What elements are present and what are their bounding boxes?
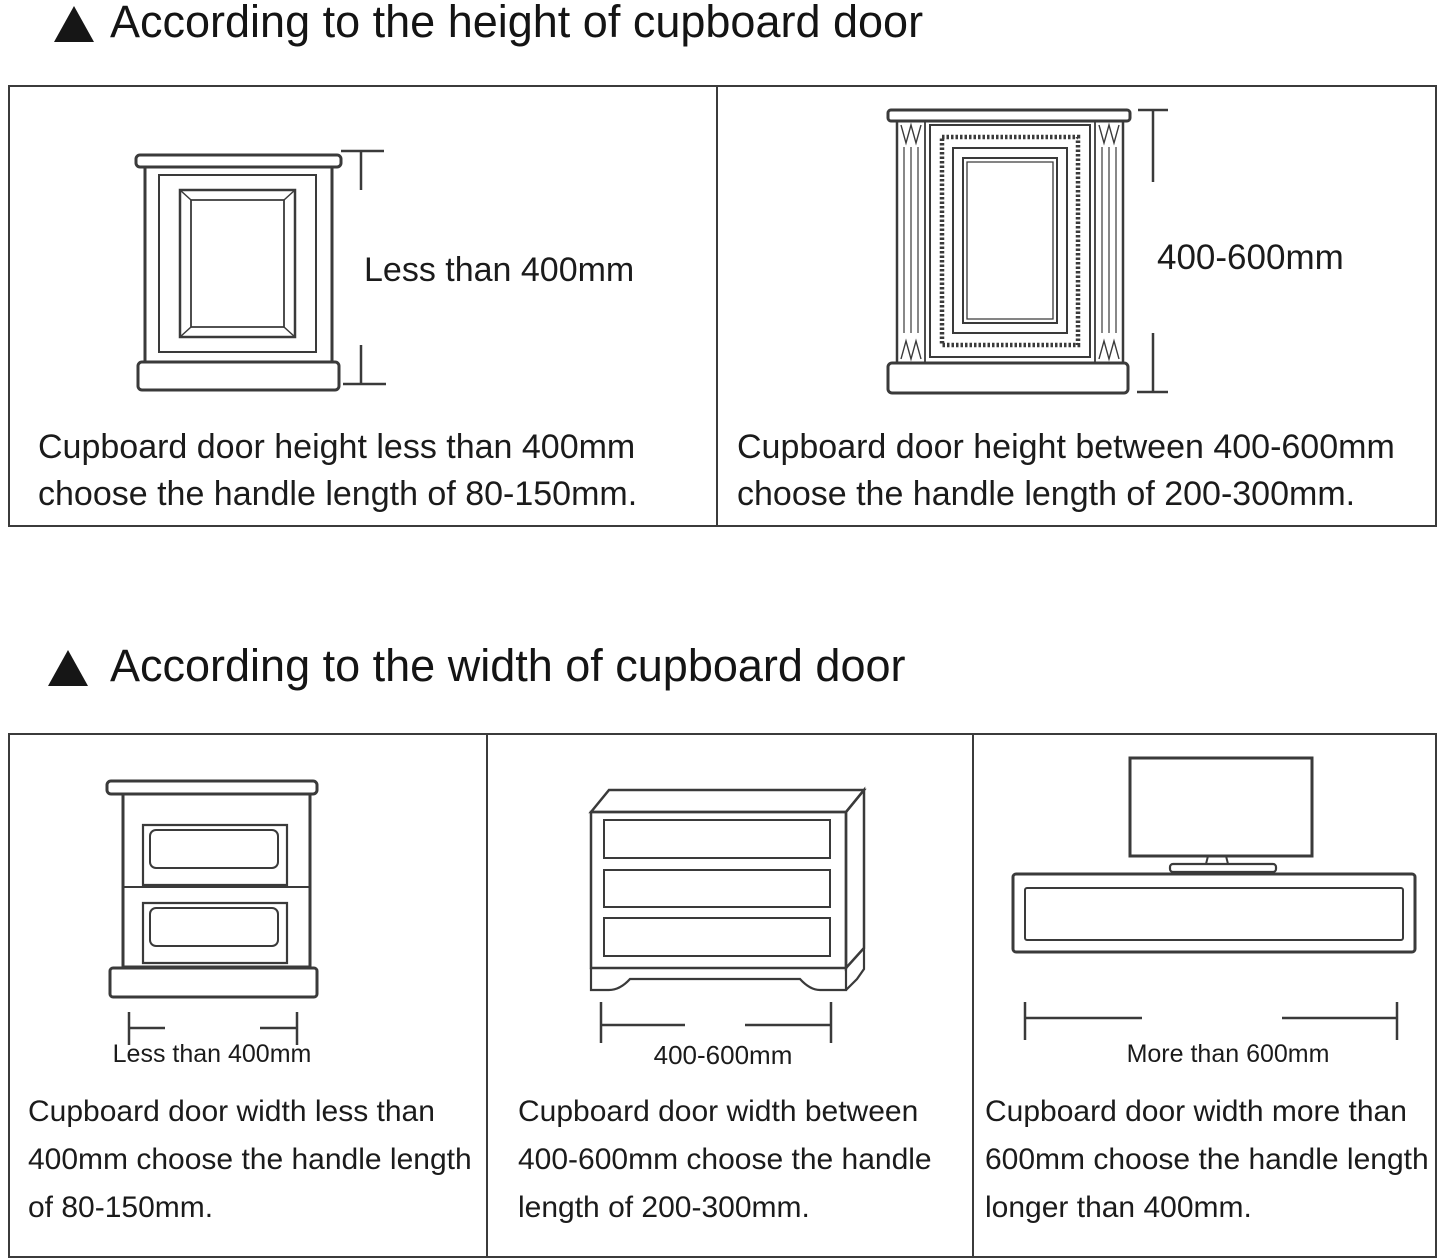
caption-line: 400-600mm choose the handle: [518, 1143, 932, 1176]
dimension-label: More than 600mm: [1126, 1040, 1330, 1068]
panel-caption: Cupboard door width more than 600mm choo…: [985, 1088, 1429, 1232]
width-dimension-line-c: [129, 1012, 297, 1045]
caption-line: 600mm choose the handle length: [985, 1143, 1429, 1176]
caption-line: choose the handle length of 80-150mm.: [38, 475, 638, 513]
caption-line: of 80-150mm.: [28, 1191, 214, 1224]
width-section-divider-1: [486, 735, 488, 1256]
height-dimension-line-a: [341, 151, 386, 384]
width-dimension-line-e: [1025, 1002, 1397, 1040]
dimension-label: 400-600mm: [1157, 238, 1344, 277]
caption-line: 400mm choose the handle length: [28, 1143, 472, 1176]
dimension-label: 400-600mm: [653, 1040, 793, 1070]
section-title-width: According to the width of cupboard door: [110, 640, 906, 691]
width-dimension-line-d: [601, 1002, 831, 1043]
caption-line: Cupboard door height less than 400mm: [38, 428, 636, 466]
width-section-divider-2: [972, 735, 974, 1256]
caption-line: longer than 400mm.: [985, 1191, 1252, 1224]
height-section-divider: [716, 87, 718, 525]
triangle-up-icon: [54, 6, 94, 42]
caption-line: Cupboard door height between 400-600mm: [737, 428, 1395, 466]
triangle-up-icon: [48, 650, 88, 686]
section-title-height: According to the height of cupboard door: [110, 0, 924, 47]
panel-caption: Cupboard door width between 400-600mm ch…: [518, 1088, 932, 1232]
caption-line: Cupboard door width between: [518, 1095, 919, 1128]
tv-stand-cabinet-drawing: [1000, 750, 1425, 1045]
caption-line: choose the handle length of 200-300mm.: [737, 475, 1356, 513]
single-door-cupboard-drawing: [120, 140, 400, 400]
panel-caption: Cupboard door height less than 400mm cho…: [38, 424, 637, 518]
three-drawer-chest-drawing: [560, 780, 880, 1050]
panel-caption: Cupboard door width less than 400mm choo…: [28, 1088, 472, 1232]
caption-line: Cupboard door width less than: [28, 1095, 435, 1128]
dimension-label: Less than 400mm: [364, 251, 635, 289]
caption-line: length of 200-300mm.: [518, 1191, 810, 1224]
height-dimension-line-b: [1137, 110, 1168, 392]
height-section-box: [8, 85, 1437, 527]
caption-line: Cupboard door width more than: [985, 1095, 1407, 1128]
panel-caption: Cupboard door height between 400-600mm c…: [737, 424, 1395, 518]
dimension-label: Less than 400mm: [112, 1040, 312, 1068]
two-drawer-nightstand-drawing: [95, 770, 345, 1060]
ornate-single-door-cupboard-drawing: [870, 95, 1170, 395]
